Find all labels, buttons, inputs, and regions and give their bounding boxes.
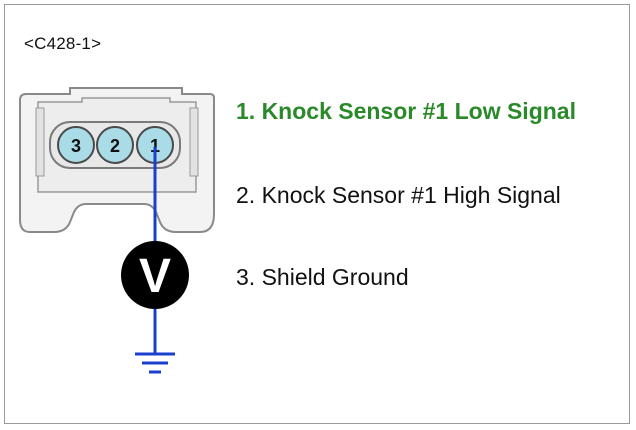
connector-pin-3: 3 — [57, 126, 95, 164]
pin-2-description: 2. Knock Sensor #1 High Signal — [236, 182, 561, 208]
pin-3-description: 3. Shield Ground — [236, 264, 409, 290]
diagram-frame — [4, 4, 630, 424]
pin-3-number: 3 — [71, 136, 81, 156]
pin-1-description: 1. Knock Sensor #1 Low Signal — [236, 98, 576, 124]
connector-pin-2: 2 — [96, 126, 134, 164]
ground-icon — [135, 352, 175, 374]
connector-id-label: <C428-1> — [24, 34, 102, 53]
pin-1-number: 1 — [150, 136, 160, 156]
voltmeter-symbol: V — [139, 250, 171, 303]
voltmeter-icon: V — [121, 241, 189, 309]
pin-2-number: 2 — [110, 136, 120, 156]
connector-left-latch — [35, 107, 45, 177]
connector-right-latch — [189, 107, 199, 177]
